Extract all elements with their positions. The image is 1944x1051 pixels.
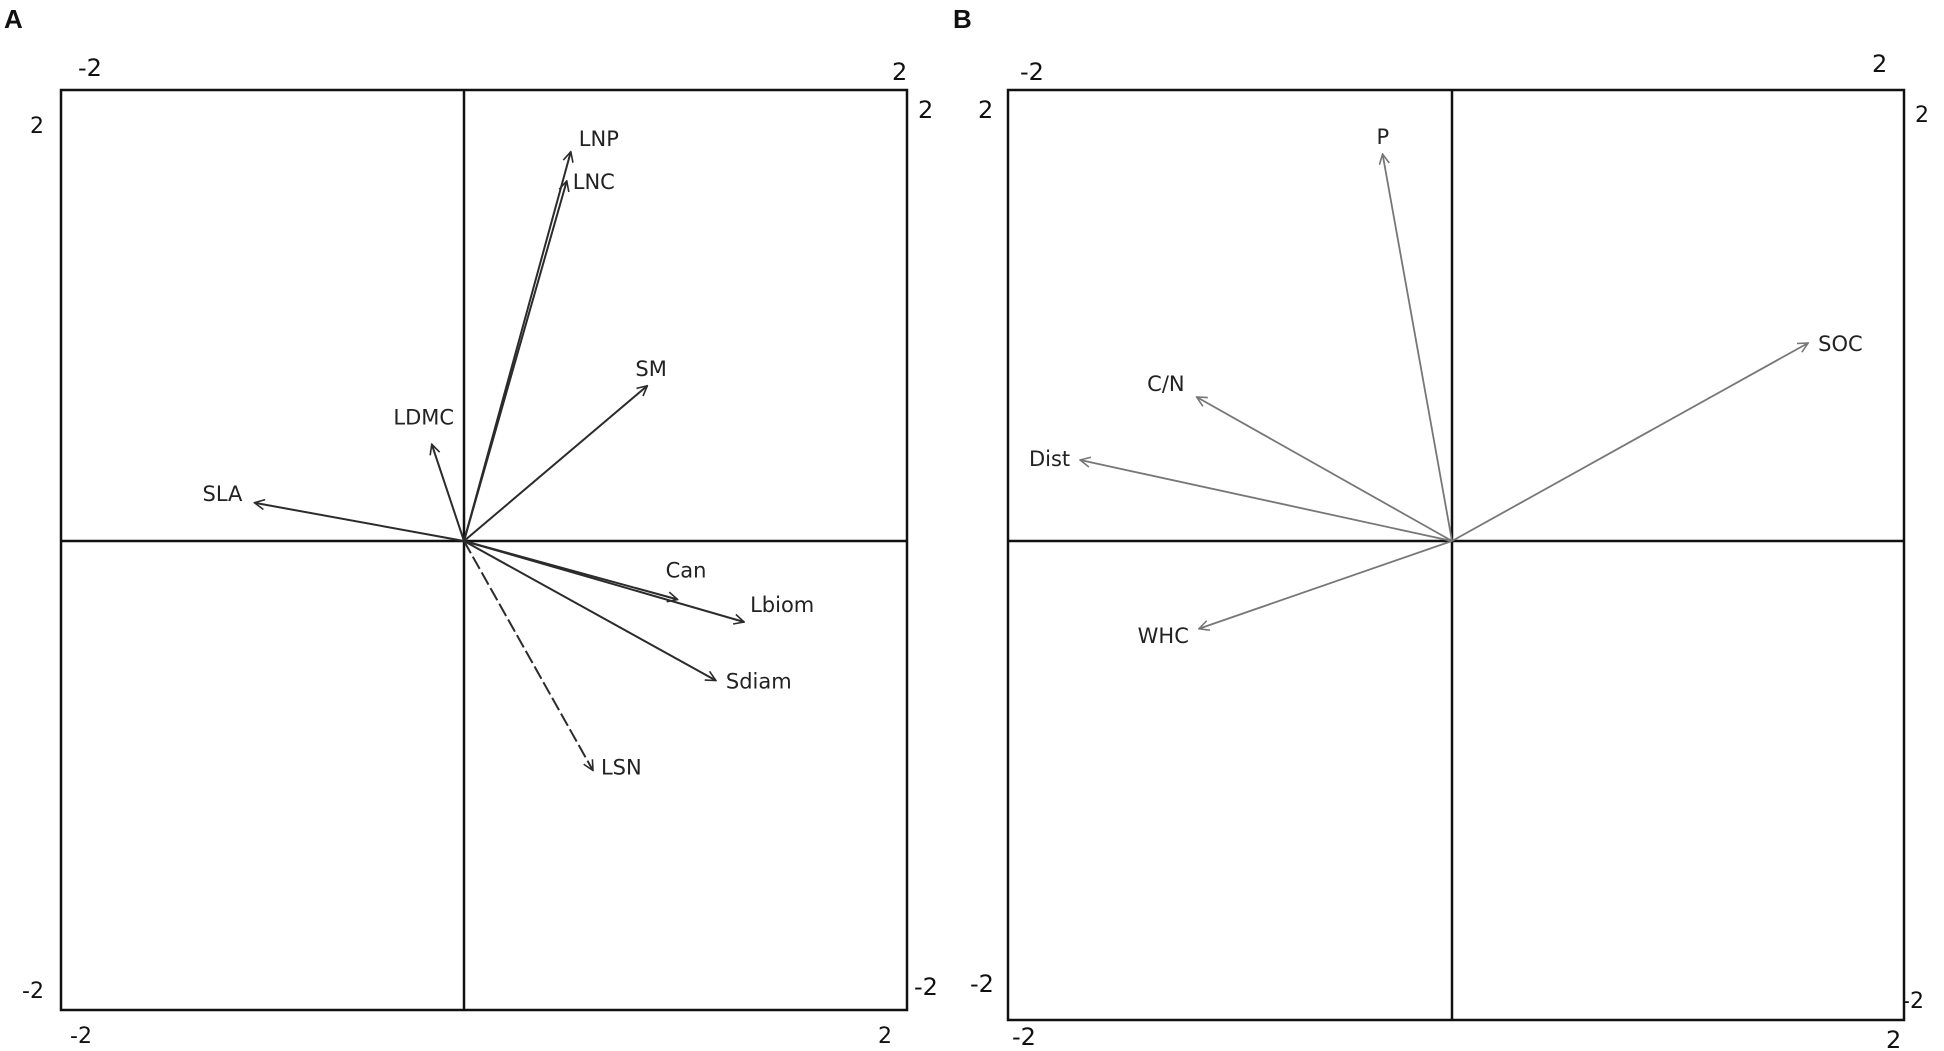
panel-a-left-top-tick: 2 bbox=[30, 114, 44, 139]
vector-p bbox=[1383, 154, 1453, 542]
panel-b-right-bottom-tick: -2 bbox=[1902, 989, 1924, 1014]
vector-label-sla: SLA bbox=[203, 482, 244, 506]
vector-label-ldmc: LDMC bbox=[393, 405, 454, 429]
panel-b-left-top-tick: 2 bbox=[978, 96, 993, 124]
panel-b-top-right-tick: 2 bbox=[1872, 50, 1887, 78]
vector-sdiam bbox=[463, 540, 716, 682]
panel-b-right-top-tick: 2 bbox=[1915, 103, 1929, 128]
vector-label-whc: WHC bbox=[1138, 624, 1189, 648]
vector-label-lsn: LSN bbox=[601, 756, 642, 780]
vector-label-dist: Dist bbox=[1029, 447, 1070, 471]
panel-b-frame bbox=[1006, 88, 1906, 1022]
vector-label-lnp: LNP bbox=[579, 127, 619, 151]
vector-soc bbox=[1451, 343, 1808, 542]
vector-dist bbox=[1080, 460, 1453, 542]
vector-whc bbox=[1199, 540, 1453, 629]
panel-a-top-right-tick: 2 bbox=[892, 58, 907, 86]
panel-a-frame bbox=[59, 88, 909, 1012]
vector-c-n bbox=[1197, 397, 1453, 542]
vector-label-soc: SOC bbox=[1818, 332, 1863, 356]
vector-label-lbiom: Lbiom bbox=[750, 593, 814, 617]
panel-a-top-left-tick: -2 bbox=[78, 54, 102, 82]
panel-a-bottom-right-tick: 2 bbox=[878, 1024, 892, 1049]
panel-a: A -2 2 2 -2 2 -2 -2 2 LNP LNC SM LDMC SLA Can… bbox=[4, 4, 938, 1049]
vector-label-lnc: LNC bbox=[573, 170, 615, 194]
vector-lbiom bbox=[463, 540, 744, 622]
vector-label-can: Can bbox=[666, 559, 707, 583]
panel-a-right-top-tick: 2 bbox=[918, 96, 933, 124]
vector-ldmc bbox=[432, 444, 465, 542]
panel-b-left-bottom-tick: -2 bbox=[970, 970, 994, 998]
vector-sla bbox=[254, 503, 465, 542]
panel-a-left-bottom-tick: -2 bbox=[22, 979, 44, 1004]
panel-a-bottom-left-tick: -2 bbox=[70, 1024, 92, 1049]
vector-lsn bbox=[463, 540, 593, 771]
panel-b-bottom-right-tick: 2 bbox=[1886, 1026, 1901, 1051]
panel-b-top-left-tick: -2 bbox=[1020, 58, 1044, 86]
vector-sm bbox=[463, 386, 647, 542]
vector-label-sdiam: Sdiam bbox=[726, 670, 792, 694]
vector-label-p: P bbox=[1377, 125, 1390, 149]
vector-label-c-n: C/N bbox=[1147, 372, 1184, 396]
vector-label-sm: SM bbox=[635, 357, 666, 381]
panel-letter-b: B bbox=[953, 4, 972, 34]
panel-a-right-bottom-tick: -2 bbox=[914, 973, 938, 1001]
panel-letter-a: A bbox=[4, 4, 23, 34]
panel-b-bottom-left-tick: -2 bbox=[1012, 1023, 1036, 1051]
vector-lnc bbox=[463, 181, 567, 542]
